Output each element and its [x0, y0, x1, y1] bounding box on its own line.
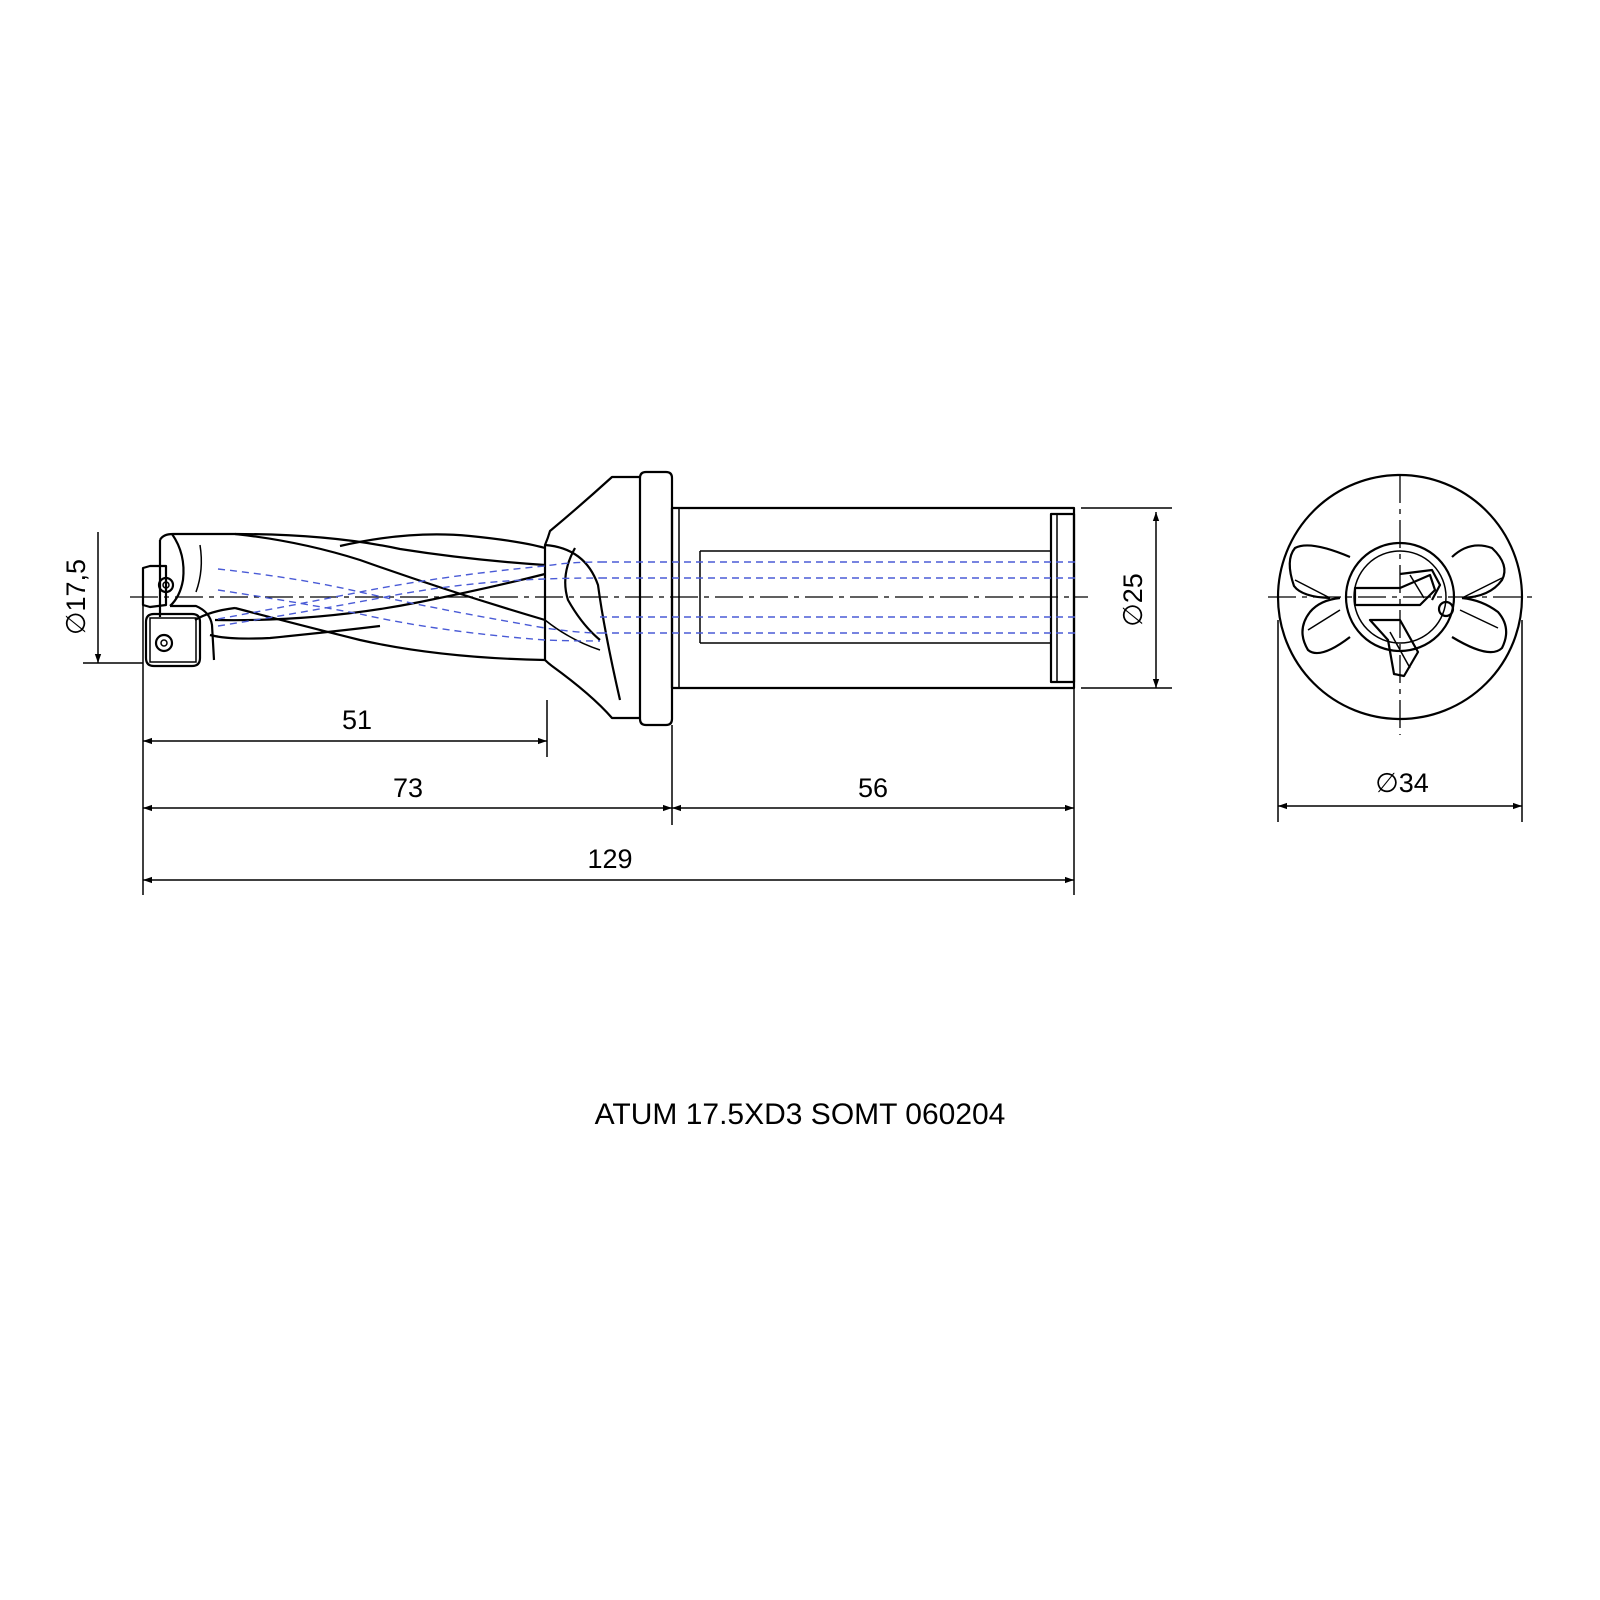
drawing-title: ATUM 17.5XD3 SOMT 060204: [594, 1098, 1006, 1131]
shank: [670, 506, 1076, 690]
flange: [638, 470, 674, 727]
extension-lines: [83, 507, 1172, 895]
dimension-lines: [94, 512, 1160, 884]
flute-lobes: [1288, 544, 1508, 655]
drill-body: [543, 475, 640, 720]
fluted-section: [158, 532, 546, 662]
side-view: 51 73 56 129 ∅25 ∅17,5: [61, 470, 1172, 895]
dim-body-length: 73: [393, 773, 423, 803]
dim-tip-diameter: ∅17,5: [61, 559, 91, 635]
end-view: ∅34: [1268, 473, 1535, 822]
dim-shank-length: 56: [858, 773, 888, 803]
dim-flange-diameter: ∅34: [1375, 768, 1429, 798]
cutting-inserts: [141, 564, 202, 668]
end-view-inserts: [1353, 568, 1442, 678]
dim-overall-length: 129: [587, 844, 632, 874]
dim-flute-length: 51: [342, 705, 372, 735]
coolant-channels: [217, 561, 1080, 642]
dim-shank-diameter: ∅25: [1118, 573, 1148, 627]
